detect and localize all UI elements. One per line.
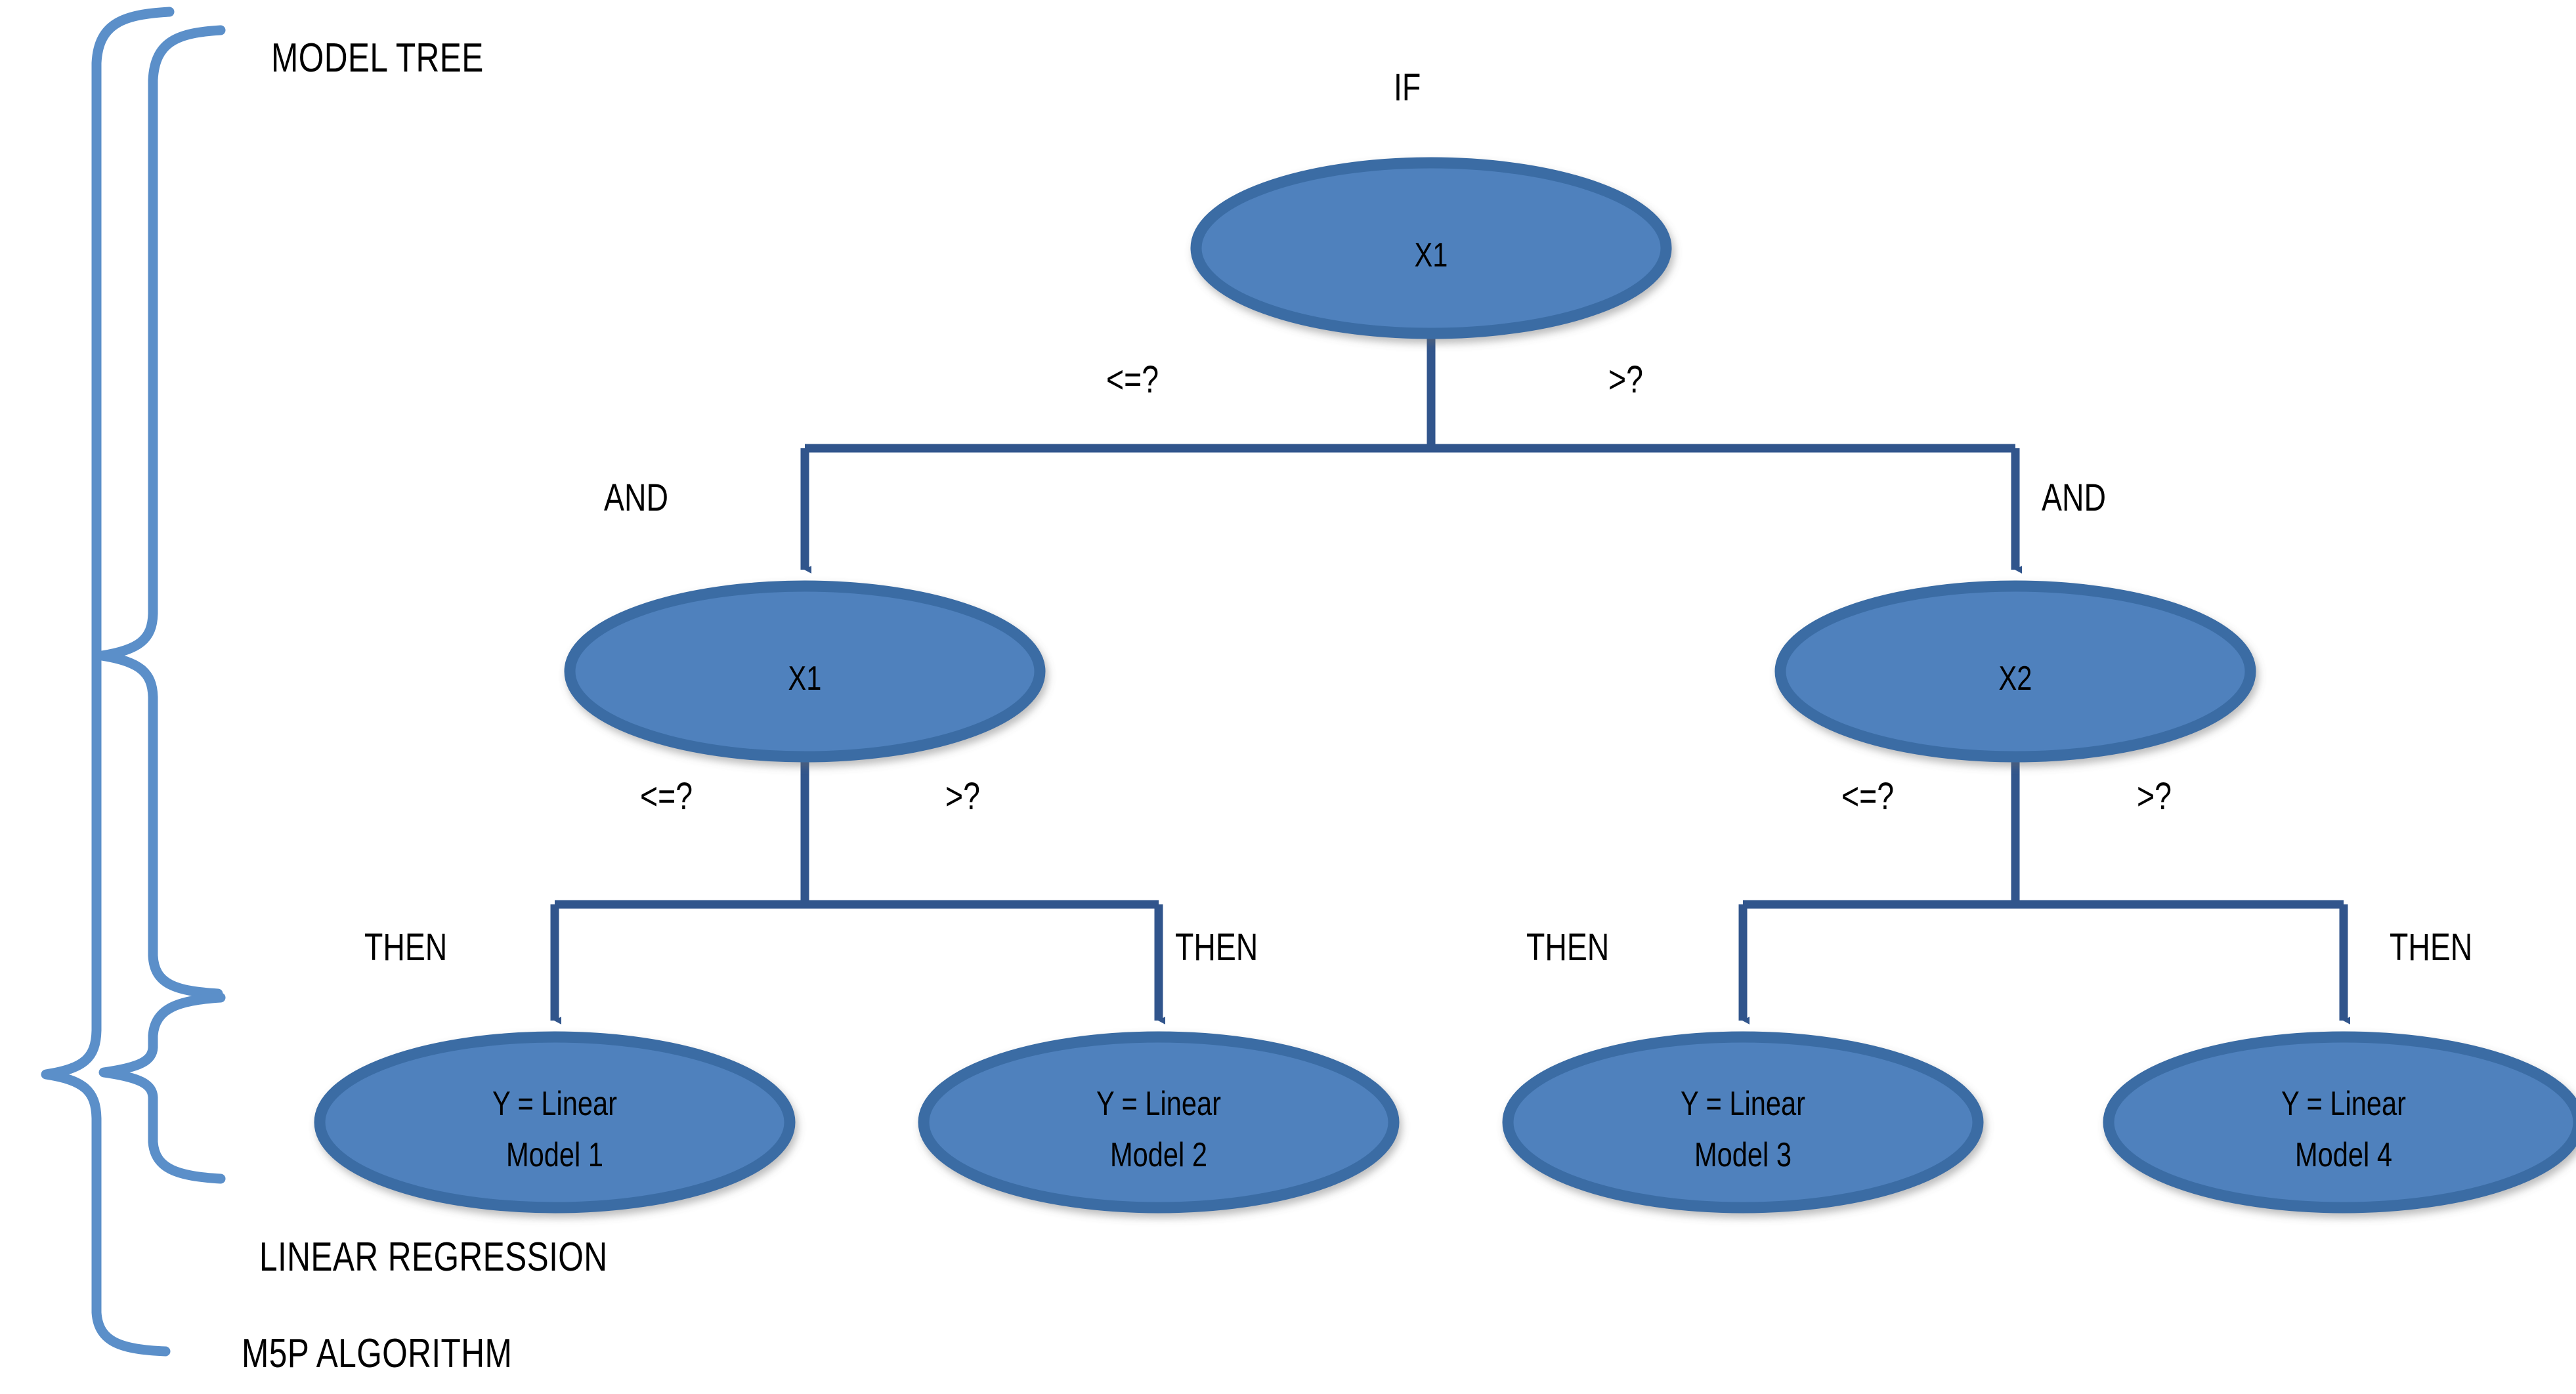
and-right-label: AND (2042, 476, 2106, 519)
cond-left-gt-label: >? (945, 775, 980, 818)
connector-group (550, 333, 2351, 1024)
cond-root-right-label: >? (1608, 358, 1643, 401)
then-3-label: THEN (1526, 926, 1610, 969)
leaf-2-shape[interactable] (918, 1031, 1400, 1214)
model-tree-brace (97, 25, 226, 999)
leaf-4-shape[interactable] (2103, 1031, 2576, 1214)
if-label: IF (1394, 66, 1421, 109)
brace-group (41, 7, 226, 1357)
node-left-shape[interactable] (564, 580, 1046, 763)
cond-right-lt-label: <=? (1841, 775, 1894, 818)
m5p-algorithm-brace (41, 7, 175, 1357)
model-tree-caption: MODEL TREE (271, 35, 484, 81)
then-2-label: THEN (1175, 926, 1258, 969)
linear-regression-brace (98, 992, 226, 1184)
node-right-shape[interactable] (1774, 580, 2256, 763)
cond-left-lt-label: <=? (640, 775, 693, 818)
m5p-algorithm-caption: M5P ALGORITHM (242, 1331, 513, 1376)
leaf-3-shape[interactable] (1502, 1031, 1984, 1214)
node-shape-group (314, 157, 2576, 1214)
cond-right-gt-label: >? (2137, 775, 2172, 818)
node-root-shape[interactable] (1190, 157, 1672, 339)
and-left-label: AND (604, 476, 668, 519)
cond-root-left-label: <=? (1106, 358, 1159, 401)
leaf-1-shape[interactable] (314, 1031, 796, 1214)
then-1-label: THEN (364, 926, 448, 969)
linear-regression-caption: LINEAR REGRESSION (259, 1235, 608, 1280)
then-4-label: THEN (2390, 926, 2473, 969)
